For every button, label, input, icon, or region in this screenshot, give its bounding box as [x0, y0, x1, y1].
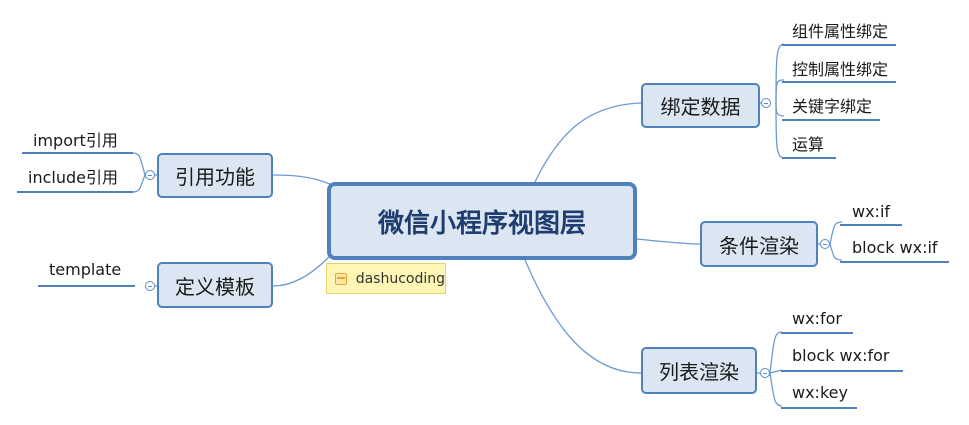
collapse-toggle-list[interactable] — [760, 368, 770, 378]
connector-root-conditional — [636, 238, 701, 245]
collapse-toggle-conditional[interactable] — [820, 239, 830, 249]
branch-define-template[interactable]: 定义模板 — [157, 262, 273, 308]
leaf-include-reference[interactable]: include引用 — [28, 168, 118, 187]
leaf-wx-key[interactable]: wx:key — [792, 383, 848, 402]
root-topic[interactable]: 微信小程序视图层 — [327, 182, 637, 260]
leaf-template[interactable]: template — [49, 260, 122, 279]
collapse-toggle-template[interactable] — [145, 281, 155, 291]
note-icon — [335, 272, 347, 285]
leaf-control-attr-binding[interactable]: 控制属性绑定 — [792, 60, 889, 79]
leaf-operation[interactable]: 运算 — [792, 135, 825, 154]
connector-root-reference — [272, 174, 331, 185]
branch-list-render[interactable]: 列表渲染 — [641, 347, 757, 394]
leaf-block-wx-for[interactable]: block wx:for — [792, 346, 890, 365]
connector-root-template — [272, 255, 331, 287]
leaf-keyword-binding[interactable]: 关键字绑定 — [792, 97, 873, 116]
author-note-text: dashucoding — [355, 270, 445, 287]
author-note[interactable]: dashucoding — [326, 263, 446, 294]
collapse-toggle-reference[interactable] — [145, 170, 155, 180]
leaf-import-reference[interactable]: import引用 — [33, 131, 118, 150]
leaf-block-wx-if[interactable]: block wx:if — [852, 238, 938, 257]
branch-reference[interactable]: 引用功能 — [157, 153, 273, 198]
connector-root-list — [524, 259, 642, 374]
leaf-component-attr-binding[interactable]: 组件属性绑定 — [792, 22, 889, 41]
branch-binding-data[interactable]: 绑定数据 — [641, 83, 760, 128]
branch-conditional-render[interactable]: 条件渲染 — [700, 221, 818, 267]
collapse-toggle-binding[interactable] — [761, 98, 771, 108]
leaf-wx-for[interactable]: wx:for — [792, 309, 842, 328]
leaf-wx-if[interactable]: wx:if — [852, 202, 891, 221]
connector-root-binding — [534, 102, 642, 183]
